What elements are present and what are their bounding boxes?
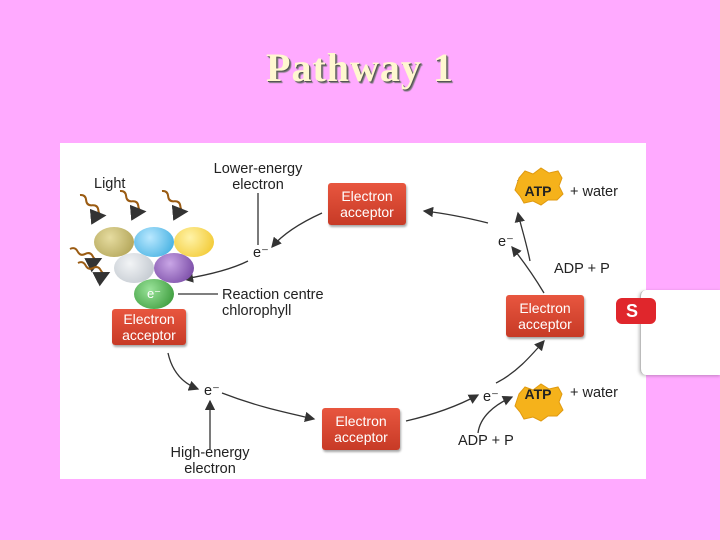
lower-energy-label-2: electron [232,177,284,193]
high-energy-label-1: High-energy [170,445,250,461]
pigment-green-reaction-centre [134,279,174,309]
pigment-grey [114,253,154,283]
atp-top: ATP [524,183,552,199]
pigment-olive [94,227,134,257]
reaction-centre-label-1: Reaction centre [222,287,324,303]
side-button[interactable]: S [616,298,656,324]
plus-water-bottom: + water [570,385,618,401]
slide-title: Pathway 1 [266,45,454,90]
light-label: Light [94,176,126,192]
adp-p-bottom: ADP + P [458,433,514,449]
photosynthesis-diagram: e⁻ Light Lower-energy electron Reaction … [60,143,646,479]
high-energy-label-2: electron [184,461,236,477]
pigment-yellow [174,227,214,257]
adp-p-top: ADP + P [554,261,610,277]
reaction-centre-label-2: chlorophyll [222,303,292,319]
electron-right-bottom: e⁻ [483,389,499,405]
pigment-purple [154,253,194,283]
plus-water-top: + water [570,184,618,200]
electron-left-bottom: e⁻ [204,383,220,399]
electron-in-chlorophyll: e⁻ [146,286,162,301]
lower-energy-label-1: Lower-energy [213,161,303,177]
electron-top-left: e⁻ [253,245,269,261]
light-waves [69,189,189,287]
electron-right-top: e⁻ [498,234,514,250]
pigment-blue [134,227,174,257]
atp-bottom: ATP [524,386,552,402]
